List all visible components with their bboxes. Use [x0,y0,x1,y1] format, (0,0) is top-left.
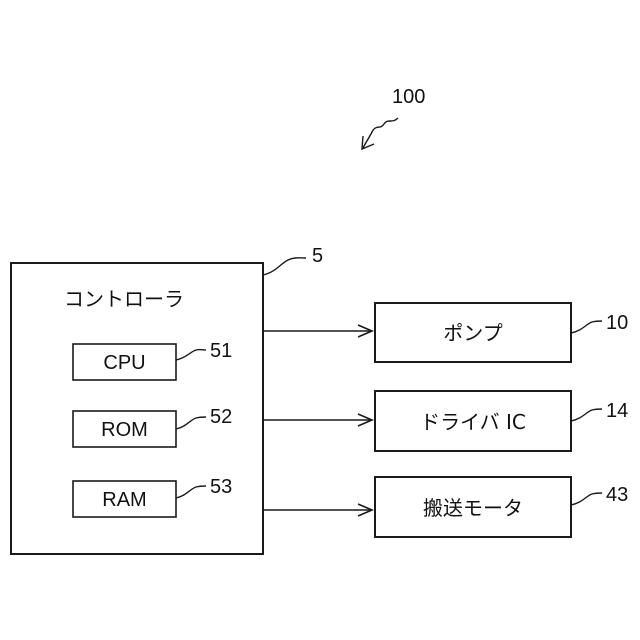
cpu-ref-label: 51 [210,340,232,362]
controller-label: コントローラ [64,287,184,311]
rom-ref-label: 52 [210,406,232,428]
transport-motor-ref-leader [571,493,602,505]
ram-label: RAM [102,489,146,511]
system-ref-label: 100 [392,86,425,108]
controller-ref-label: 5 [312,245,323,267]
rom-label: ROM [101,419,148,441]
pump-label: ポンプ [443,321,502,345]
driver-ic-label: ドライバ IC [420,410,526,434]
pump-ref-leader [571,321,602,333]
transport-motor-ref-label: 43 [606,484,628,506]
transport-motor-label: 搬送モータ [423,496,523,520]
cpu-label: CPU [103,352,145,374]
controller-ref-leader [263,258,306,275]
ram-ref-label: 53 [210,476,232,498]
pump-ref-label: 10 [606,312,628,334]
driver-ic-ref-leader [571,409,602,421]
driver-ic-ref-label: 14 [606,400,628,422]
system-ref-arrow [363,118,398,148]
